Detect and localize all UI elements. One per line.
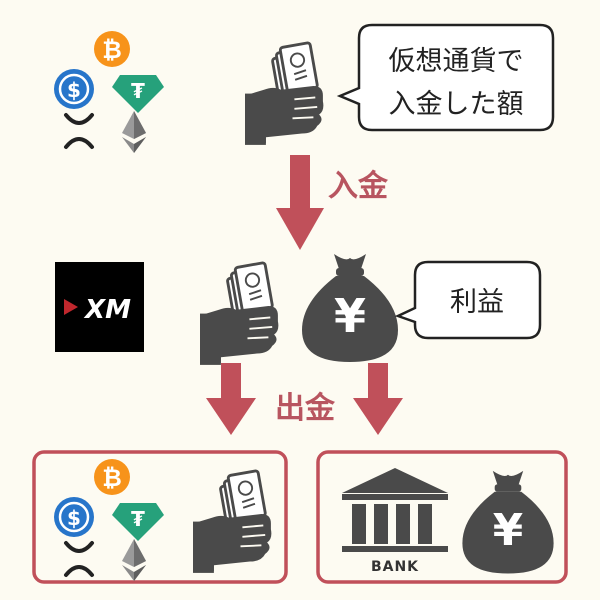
money-bag-icon-mid: ¥: [302, 254, 398, 362]
bubble-top-line2: 入金した額: [389, 89, 524, 120]
crypto-cluster-top: [52, 29, 166, 155]
hand-money-icon-bottom: [191, 469, 273, 575]
withdraw-crypto-box: [32, 450, 288, 584]
deposit-arrow: [276, 155, 324, 250]
withdraw-label: 出金: [275, 391, 336, 426]
bubble-top-line1: 仮想通貨で: [389, 46, 524, 77]
hand-money-icon-mid: [198, 261, 280, 367]
xm-logo: XM: [55, 262, 144, 352]
bubble-mid-text: 利益: [450, 287, 504, 318]
withdraw-bank-box: [316, 450, 568, 584]
svg-text:XM: XM: [83, 295, 131, 325]
speech-bubble-mid: 利益: [394, 260, 542, 340]
hand-money-icon-top: [243, 41, 325, 147]
svg-text:¥: ¥: [493, 505, 523, 556]
withdraw-arrow-left: [206, 363, 256, 435]
bank-label: BANK: [371, 559, 419, 575]
withdraw-arrow-right: [353, 363, 403, 435]
crypto-cluster-bottom: [52, 457, 166, 583]
speech-bubble-top: 仮想通貨で 入金した額: [336, 23, 555, 132]
svg-text:¥: ¥: [334, 289, 366, 343]
money-bag-icon-bottom: ¥: [462, 470, 554, 574]
deposit-label: 入金: [328, 169, 389, 204]
bank-icon: BANK: [342, 468, 448, 575]
